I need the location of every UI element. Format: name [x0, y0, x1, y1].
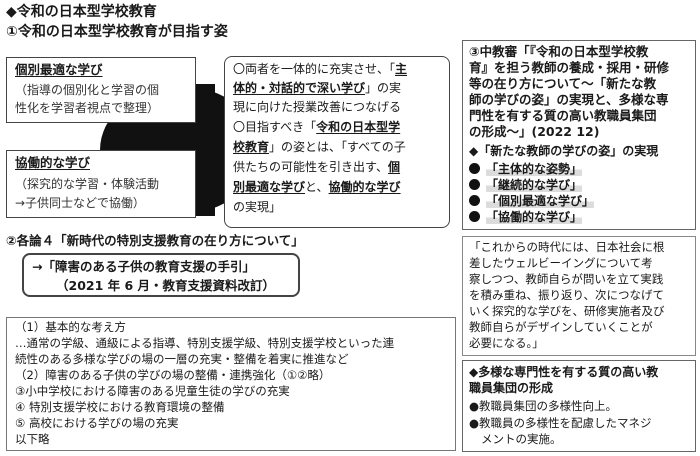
diverse-item-cont: メントの実施。: [481, 432, 562, 446]
individual-heading: 個別最適な学び: [15, 62, 103, 77]
diverse-staff-box: ◆多様な専門性を有する質の高い教 職員集団の形成 ●教職員集団の多様性向上。 ●…: [462, 360, 696, 452]
center-text: 」の姿とは、「すべての子: [269, 140, 406, 154]
center-line-4: 〇目指すべき「令和の日本型学: [233, 121, 400, 133]
center-description-box: 〇両者を一体的に充実させ、「主 体的・対話的で深い学び」の実 現に向けた授業改善…: [224, 56, 450, 228]
center-emphasis: 校教育: [233, 140, 270, 154]
details-line: （2）障害のある子供の学びの場の整備・連携強化（①②略）: [15, 368, 331, 382]
center-emphasis: 体的・対話的で深い学び: [233, 81, 366, 95]
chukyo-item: 「個別最適な学び」: [469, 194, 595, 208]
individual-learning-box: 個別最適な学び （指導の個別化と学習の個 性化を学習者視点で整理）: [6, 57, 196, 123]
bullet-icon: [469, 195, 480, 206]
diverse-title-line: ◆多様な専門性を有する質の高い教: [469, 365, 659, 379]
bullet-icon: [469, 179, 480, 190]
center-text: 」の実: [365, 81, 402, 95]
chukyo-item-label: 「協働的な学び」: [486, 210, 583, 224]
guide-title: →「障害のある子供の教育支援の手引」: [32, 259, 255, 274]
quote-box: 「これからの時代には、日本社会に根 差したウェルビーイングについて考 察しつつ、…: [462, 236, 696, 356]
center-line-8: の実現」: [233, 200, 282, 214]
guide-arrow-box: →「障害のある子供の教育支援の手引」 （2021 年 6 月・教育支援資料改訂）: [22, 253, 300, 297]
center-text: と、: [305, 180, 329, 194]
center-line-1: 〇両者を一体的に充実させ、「主: [233, 63, 407, 75]
chukyo-item-label: 「継続的な学び」: [486, 178, 583, 192]
center-line-3: 現に向けた授業改善につなげる: [233, 100, 402, 114]
individual-line-2: 性化を学習者視点で整理）: [15, 101, 160, 115]
center-emphasis: 主: [395, 62, 408, 76]
diverse-item: ●教職員集団の多様性向上。: [469, 399, 618, 413]
chukyo-item: 「協働的な学び」: [469, 210, 583, 224]
details-line: ⑤ 高校における学びの場の充実: [15, 416, 179, 430]
details-line: …通常の学級、通級による指導、特別支援学級、特別支援学校といった連: [15, 336, 395, 350]
quote-line: 必要になる。」: [469, 336, 544, 350]
center-text: 〇目指すべき「: [233, 120, 317, 134]
details-line: 以下略: [15, 432, 50, 446]
center-emphasis: 令和の日本型学: [316, 120, 401, 134]
chukyo-subhead: ◆「新たな教師の学びの姿」の実現: [469, 144, 659, 158]
chukyo-title-line: 育』を担う教師の養成・採用・研修: [469, 60, 670, 75]
quote-line: 「これからの時代には、日本社会に根: [469, 240, 665, 254]
details-line: （1）基本的な考え方: [15, 320, 126, 334]
center-emphasis: 個: [388, 160, 401, 174]
section-2-title: ②各論４「新時代の特別支援教育の在り方について」: [6, 233, 304, 248]
chukyo-title-line: の形成～」(2022 12): [469, 124, 600, 139]
quote-line: を積み重ね、振り返り、次につなげて: [469, 288, 665, 302]
chukyo-title-line: 門性を有する質の高い教職員集団: [469, 108, 657, 123]
collaborative-learning-box: 協働的な学び （探究的な学習・体験活動 →子供同士などで協働）: [6, 150, 196, 218]
details-line: ③小中学校における障害のある児童生徒の学びの充実: [15, 384, 290, 398]
chukyo-box: ③中教審「『令和の日本型学校教 育』を担う教師の養成・採用・研修 等の在り方につ…: [462, 40, 696, 230]
section-1-title: ①令和の日本型学校教育が目指す姿: [6, 24, 228, 40]
chukyo-item-label: 「個別最適な学び」: [486, 194, 595, 208]
collaborative-heading: 協働的な学び: [15, 155, 91, 170]
diverse-title-line: 職員集団の形成: [469, 381, 554, 395]
details-box: （1）基本的な考え方 …通常の学級、通級による指導、特別支援学級、特別支援学校と…: [6, 317, 456, 451]
details-line: 続性のある多様な学びの場の一層の充実・整備を着実に推進など: [15, 352, 349, 366]
chukyo-title-line: 等の在り方について～「新たな教: [469, 76, 657, 91]
center-line-7: 別最適な学びと、協働的な学び: [233, 181, 401, 193]
individual-line-1: （指導の個別化と学習の個: [15, 83, 160, 97]
diverse-item: ●教職員の多様性を配慮したマネジ: [469, 416, 652, 430]
center-line-5: 校教育」の姿とは、「すべての子: [233, 141, 406, 153]
chukyo-item: 「継続的な学び」: [469, 178, 583, 192]
quote-line: 差したウェルビーイングについて考: [469, 256, 653, 270]
center-text: 〇両者を一体的に充実させ、「: [233, 62, 396, 76]
chukyo-item-label: 「主体的な姿勢」: [486, 162, 583, 176]
chukyo-title-line: 師の学びの姿」の実現と、多様な専: [469, 92, 669, 107]
center-text: 供たちの可能性を引き出す、: [233, 160, 389, 174]
quote-line: いく探究的な学びを、研修実施者及び: [469, 304, 665, 318]
guide-revision: （2021 年 6 月・教育支援資料改訂）: [56, 278, 276, 293]
bullet-icon: [469, 211, 480, 222]
center-emphasis: 別最適な学び: [233, 180, 306, 194]
quote-line: 察しつつ、教師自らが問いを立て実践: [469, 272, 664, 286]
collaborative-line-1: （探究的な学習・体験活動: [15, 177, 160, 191]
details-line: ④ 特別支援学校における教育環境の整備: [15, 400, 225, 414]
chukyo-item: 「主体的な姿勢」: [469, 162, 583, 176]
center-emphasis: 協働的な学び: [328, 180, 401, 194]
bullet-icon: [469, 163, 480, 174]
collaborative-line-2: →子供同士などで協働）: [15, 196, 145, 210]
center-line-2: 体的・対話的で深い学び」の実: [233, 82, 401, 94]
quote-line: 教師自らがデザインしていくことが: [469, 320, 653, 334]
page-title: ◆令和の日本型学校教育: [6, 4, 157, 20]
center-line-6: 供たちの可能性を引き出す、個: [233, 161, 400, 173]
chukyo-title-line: ③中教審「『令和の日本型学校教: [469, 44, 649, 59]
